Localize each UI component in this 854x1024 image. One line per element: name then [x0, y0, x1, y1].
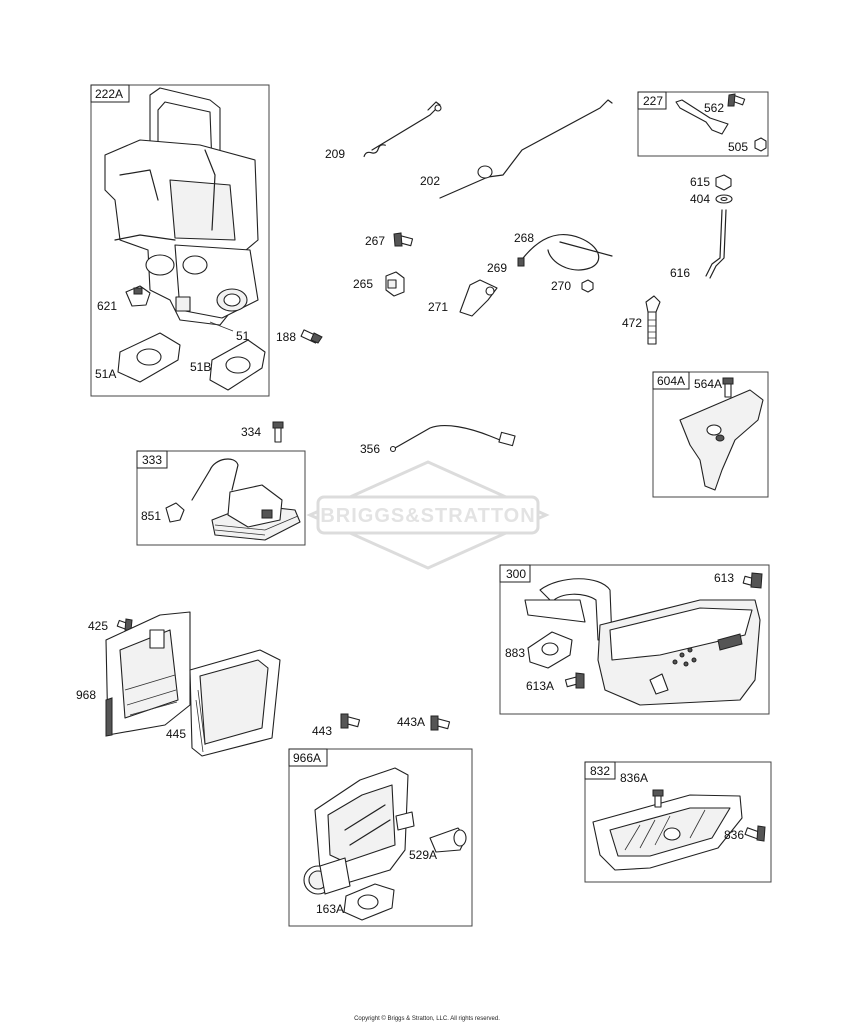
callout-267[interactable]: 267 [365, 234, 385, 248]
part-621-clip [125, 285, 151, 307]
assembly-966A: 966A 529A 163A [288, 748, 473, 927]
callout-188[interactable]: 188 [276, 330, 296, 344]
assembly-tag-966A[interactable] [288, 748, 328, 767]
callout-202[interactable]: 202 [420, 174, 440, 188]
callout-529A[interactable]: 529A [409, 848, 437, 862]
callout-51[interactable]: 51 [236, 329, 250, 343]
part-268-cable [517, 234, 613, 271]
part-966A-housing [303, 767, 415, 895]
callout-613[interactable]: 613 [714, 571, 734, 585]
part-472-plug [645, 295, 661, 345]
part-562-screw [727, 93, 746, 107]
callout-443[interactable]: 443 [312, 724, 332, 738]
callout-404[interactable]: 404 [690, 192, 710, 206]
assembly-label-227: 227 [643, 94, 663, 108]
part-883-gasket [527, 631, 573, 669]
part-832-shield [592, 794, 743, 871]
copyright-text: Copyright © Briggs & Stratton, LLC. All … [354, 1015, 500, 1022]
part-163A-gasket [343, 883, 395, 921]
part-334-screw [272, 421, 284, 443]
assembly-tag-604A[interactable] [652, 371, 690, 390]
part-425-screw [116, 618, 133, 631]
part-188-screw [300, 329, 323, 344]
assembly-label-300: 300 [506, 567, 526, 581]
callout-564A[interactable]: 564A [694, 377, 722, 391]
part-265-block [385, 271, 405, 297]
part-202-link [439, 99, 613, 199]
part-836-screw [744, 825, 766, 842]
callout-51A[interactable]: 51A [95, 367, 116, 381]
part-51A-gasket [117, 332, 181, 383]
part-445-filter [189, 649, 281, 757]
control-bracket-drawing [104, 87, 259, 326]
brand-watermark: BRIGGS&STRATTON [306, 460, 550, 570]
callout-505[interactable]: 505 [728, 140, 748, 154]
assembly-222A: 222A 621 51 51A [90, 84, 270, 397]
assembly-label-222A: 222A [95, 87, 123, 101]
callout-883[interactable]: 883 [505, 646, 525, 660]
assembly-300: 300 613 883 613A [499, 564, 770, 715]
assembly-832: 832 836A 836 [584, 761, 772, 883]
part-356-wire [389, 424, 516, 453]
assembly-label-966A: 966A [293, 751, 321, 765]
callout-163A[interactable]: 163A [316, 902, 344, 916]
assembly-333: 333 851 [136, 450, 306, 546]
part-333-coil [191, 458, 301, 541]
callout-270[interactable]: 270 [551, 279, 571, 293]
part-404-washer [715, 194, 733, 204]
callout-443A[interactable]: 443A [397, 715, 425, 729]
assembly-label-832: 832 [590, 764, 610, 778]
assembly-227: 227 562 505 [637, 91, 769, 157]
callout-265[interactable]: 265 [353, 277, 373, 291]
part-616-rod [705, 209, 727, 279]
callout-271[interactable]: 271 [428, 300, 448, 314]
part-443A-screw [430, 715, 451, 731]
callout-209[interactable]: 209 [325, 147, 345, 161]
part-209-spring [363, 101, 442, 158]
part-443-screw [340, 713, 361, 729]
callout-562[interactable]: 562 [704, 101, 724, 115]
part-613-screw [742, 572, 763, 589]
callout-268[interactable]: 268 [514, 231, 534, 245]
part-51B-gasket [209, 339, 266, 391]
part-968-base [105, 611, 191, 737]
callout-472[interactable]: 472 [622, 316, 642, 330]
callout-51B[interactable]: 51B [190, 360, 211, 374]
part-267-screw [393, 232, 414, 247]
assembly-tag-832[interactable] [584, 761, 616, 780]
assembly-tag-300[interactable] [499, 564, 531, 583]
callout-968[interactable]: 968 [76, 688, 96, 702]
callout-425[interactable]: 425 [88, 619, 108, 633]
part-227-lever [675, 99, 729, 135]
callout-269[interactable]: 269 [487, 261, 507, 275]
assembly-tag-227[interactable] [637, 91, 667, 110]
callout-615[interactable]: 615 [690, 175, 710, 189]
part-271-lever [459, 279, 498, 317]
part-615-nut [715, 174, 732, 191]
callout-445[interactable]: 445 [166, 727, 186, 741]
callout-334[interactable]: 334 [241, 425, 261, 439]
part-270-nut [581, 279, 594, 293]
assembly-label-604A: 604A [657, 374, 685, 388]
callout-621[interactable]: 621 [97, 299, 117, 313]
part-851-terminal [165, 502, 185, 523]
assembly-tag-222A[interactable] [90, 84, 130, 103]
part-613A-screw [564, 672, 585, 689]
part-300-muffler [524, 578, 761, 706]
part-836A-screw [652, 789, 664, 808]
part-564A-screw [722, 377, 734, 398]
callout-613A[interactable]: 613A [526, 679, 554, 693]
callout-356[interactable]: 356 [360, 442, 380, 456]
part-529A-tube [429, 827, 467, 853]
part-505-nut [754, 137, 767, 152]
assembly-label-333: 333 [142, 453, 162, 467]
callout-851[interactable]: 851 [141, 509, 161, 523]
callout-836[interactable]: 836 [724, 828, 744, 842]
watermark-text: BRIGGS&STRATTON [320, 505, 535, 527]
assembly-604A: 604A 564A [652, 371, 769, 498]
assembly-tag-333[interactable] [136, 450, 168, 469]
callout-836A[interactable]: 836A [620, 771, 648, 785]
callout-616[interactable]: 616 [670, 266, 690, 280]
